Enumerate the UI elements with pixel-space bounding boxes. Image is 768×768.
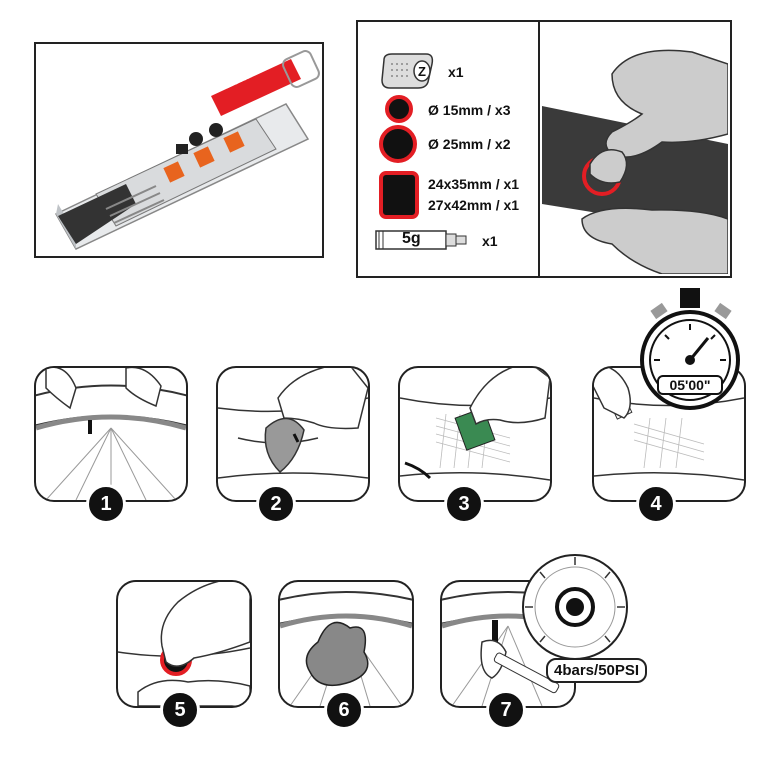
step-2-number: 2 bbox=[256, 484, 296, 524]
step-5-number: 5 bbox=[160, 690, 200, 730]
step-5-panel bbox=[116, 580, 252, 708]
stopwatch-icon bbox=[640, 288, 740, 410]
patch-rect-icon bbox=[379, 171, 419, 219]
step-1-number: 1 bbox=[86, 484, 126, 524]
repair-kit-box-image bbox=[54, 50, 320, 250]
product-photo-frame: Zéfal bbox=[34, 42, 324, 258]
step-1-illustration bbox=[36, 368, 186, 500]
step-1-panel bbox=[34, 366, 188, 502]
patch-25mm-label: Ø 25mm / x2 bbox=[428, 136, 511, 152]
step-2-panel bbox=[216, 366, 370, 502]
glue-tube-text: 5g bbox=[402, 230, 421, 247]
step-6-illustration bbox=[280, 591, 412, 706]
step-3-number: 3 bbox=[444, 484, 484, 524]
step-4-illustration bbox=[594, 368, 744, 481]
step-5-illustration bbox=[118, 582, 250, 706]
patch-rect-label-1: 24x35mm / x1 bbox=[428, 176, 520, 192]
patch-15mm-label: Ø 15mm / x3 bbox=[428, 102, 511, 118]
pressure-gauge bbox=[520, 552, 630, 662]
step-4-number: 4 bbox=[636, 484, 676, 524]
glue-quantity: x1 bbox=[482, 233, 498, 249]
step-3-illustration bbox=[400, 368, 550, 481]
apply-patch-illustration bbox=[542, 49, 728, 274]
glue-tube-icon bbox=[375, 230, 467, 250]
patch-25mm-icon bbox=[379, 125, 417, 163]
scraper-quantity: x1 bbox=[448, 64, 464, 80]
step-6-number: 6 bbox=[324, 690, 364, 730]
pressure-gauge-icon bbox=[522, 554, 628, 660]
patch-rect-label-2: 27x42mm / x1 bbox=[428, 197, 520, 213]
patch-15mm-icon bbox=[385, 95, 413, 123]
pressure-readout: 4bars/50PSI bbox=[546, 658, 648, 683]
scraper-icon: Z bbox=[381, 53, 434, 89]
step-7-number: 7 bbox=[486, 690, 526, 730]
step-3-panel bbox=[398, 366, 552, 502]
step-6-panel bbox=[278, 580, 414, 708]
kit-contents-frame: Z x1 Ø 15mm / x3 Ø 25mm / x2 24x35mm / x… bbox=[356, 20, 732, 278]
panel-divider bbox=[538, 22, 540, 276]
step-2-illustration bbox=[218, 368, 368, 479]
timer-readout: 05'00" bbox=[669, 377, 711, 393]
svg-text:Z: Z bbox=[418, 64, 426, 79]
stopwatch: 05'00" bbox=[640, 284, 750, 414]
